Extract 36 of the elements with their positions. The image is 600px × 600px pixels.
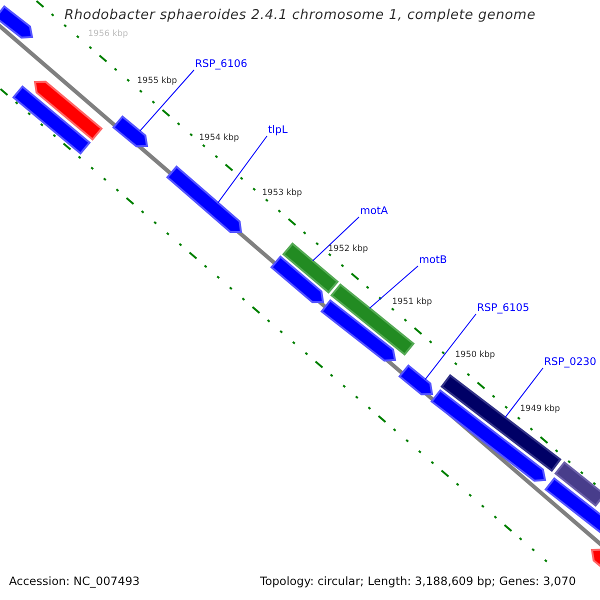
gene-feature bbox=[112, 115, 148, 148]
gene-feature bbox=[0, 5, 34, 39]
gene-name: RSP_0230 bbox=[544, 356, 596, 368]
tick-label: 1951 kbp bbox=[392, 297, 432, 307]
gene-feature bbox=[12, 85, 91, 155]
tick-label: 1953 kbp bbox=[262, 188, 302, 198]
leader-line bbox=[139, 70, 194, 132]
leader-line bbox=[218, 136, 268, 204]
gene-feature bbox=[166, 165, 242, 233]
accession-text: Accession: NC_007493 bbox=[9, 574, 140, 588]
gene-feature bbox=[34, 80, 103, 141]
tick-label: 1954 kbp bbox=[199, 133, 240, 143]
tick-label: 1956 kbp bbox=[88, 29, 128, 39]
gene-feature bbox=[544, 477, 600, 534]
tick-label: 1949 kbp bbox=[520, 404, 560, 414]
leader-line bbox=[504, 368, 544, 418]
leader-line bbox=[424, 314, 476, 380]
tick-label: 1952 kbp bbox=[328, 244, 368, 254]
gene-name: motA bbox=[360, 205, 388, 217]
gene-name: tlpL bbox=[268, 124, 288, 136]
title: Rhodobacter sphaeroides 2.4.1 chromosome 1, complete genome bbox=[63, 7, 537, 23]
gene-feature bbox=[270, 255, 324, 304]
tick-label: 1955 kbp bbox=[137, 76, 178, 86]
gene-name: RSP_6106 bbox=[195, 58, 248, 70]
gene-feature bbox=[554, 461, 600, 507]
gene-feature bbox=[398, 364, 434, 396]
gene-name: RSP_6105 bbox=[477, 302, 530, 314]
genome-info-text: Topology: circular; Length: 3,188,609 bp; Genes: 3,070 bbox=[260, 574, 576, 588]
gene-feature bbox=[430, 389, 546, 482]
gene-feature bbox=[330, 283, 415, 356]
gene-feature bbox=[440, 374, 562, 472]
gene-name: motB bbox=[419, 254, 447, 266]
leader-line bbox=[369, 266, 418, 309]
tick-label: 1950 kbp bbox=[455, 350, 496, 360]
gene-feature bbox=[590, 548, 600, 567]
leader-line bbox=[312, 216, 360, 262]
